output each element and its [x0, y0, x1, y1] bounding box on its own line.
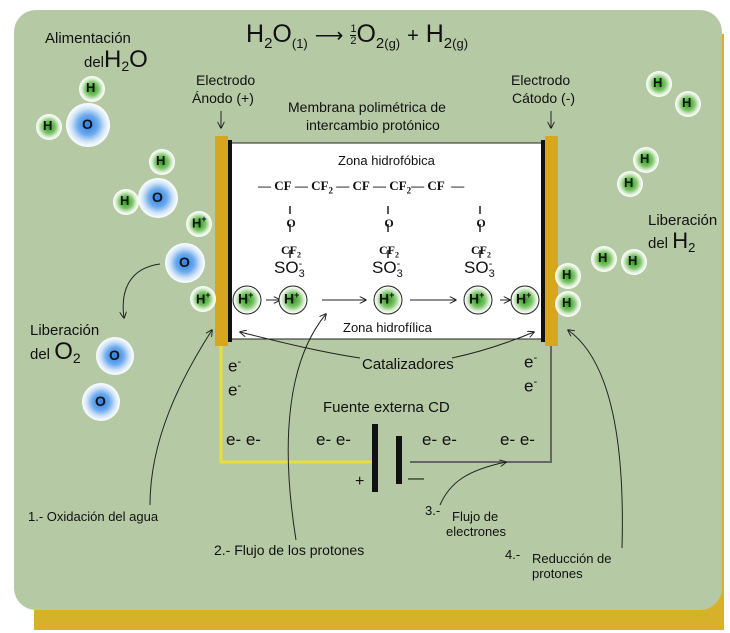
- side-chain-2: O CF2: [379, 216, 399, 260]
- h-label: H: [598, 250, 608, 265]
- membrane-label-line1: Membrana polimétrica de: [288, 99, 446, 115]
- catalysts-label: Catalizadores: [362, 356, 454, 373]
- step3-label-line2: electrones: [446, 524, 506, 539]
- oxygen-atom: [82, 383, 120, 421]
- step2-label: 2.- Flujo de los protones: [214, 542, 365, 558]
- electron-label: e-: [524, 352, 538, 372]
- hplus-label: H+: [238, 290, 254, 307]
- hplus-label: H+: [192, 214, 207, 231]
- electron-pair: e- e-: [226, 430, 261, 449]
- step1-label: 1.- Oxidación del agua: [28, 509, 159, 524]
- step3-number: 3.-: [425, 503, 441, 518]
- hplus-label: H+: [379, 290, 395, 307]
- h2-release-label-line2: del H2: [648, 228, 696, 255]
- h-label: H: [562, 267, 572, 282]
- oxygen-atom: [165, 243, 205, 283]
- battery-positive-plate: [372, 424, 378, 492]
- o-label: O: [152, 189, 163, 205]
- sulfonate-group-2: SO-3: [372, 257, 403, 280]
- electron-pair: e- e-: [316, 430, 351, 449]
- battery-minus-sign: —: [408, 470, 424, 487]
- h-label: H: [156, 153, 166, 168]
- anode-label-line2: Ánodo (+): [192, 90, 254, 106]
- h-label: H: [120, 193, 130, 208]
- hplus-label: H+: [469, 290, 485, 307]
- cathode-electrode: [545, 136, 558, 346]
- membrane-protons: [232, 285, 540, 315]
- o2-release-label-line1: Liberación: [30, 322, 100, 339]
- hydrophobic-zone-label: Zona hidrofóbica: [338, 153, 435, 168]
- h-label: H: [640, 151, 650, 166]
- step4-number: 4.-: [505, 547, 521, 562]
- anode-electrode: [215, 136, 228, 346]
- oxygen-atom: [138, 178, 178, 218]
- electron-label: e-: [228, 380, 242, 400]
- h-label: H: [86, 80, 96, 95]
- step2-arrow: [287, 314, 326, 541]
- power-source-label: Fuente externa CD: [323, 399, 450, 416]
- sulfonate-group-3: SO-3: [464, 257, 495, 280]
- side-chain-1: O CF2: [281, 216, 301, 260]
- hydrogen-atoms: [36, 71, 701, 317]
- step3-label-line1: Flujo de: [452, 509, 499, 524]
- feed-label-line1: Alimentación: [45, 30, 131, 47]
- cathode-label-line1: Electrodo: [511, 72, 571, 88]
- electron-label: e-: [524, 376, 538, 396]
- cathode-wire: [410, 346, 552, 463]
- electron-label: e-: [228, 356, 242, 376]
- electron-pair: e- e-: [422, 430, 457, 449]
- feed-label-line2: delH2O: [84, 46, 148, 74]
- catalyst-arrow-left: [240, 332, 361, 359]
- h-label: H: [624, 175, 634, 190]
- h-label: H: [653, 75, 663, 90]
- o-label: O: [179, 254, 190, 270]
- membrane-label-line2: intercambio protónico: [306, 117, 440, 133]
- battery-plus-sign: +: [355, 473, 365, 490]
- h-label: H: [562, 295, 572, 310]
- o-label: O: [95, 393, 106, 409]
- side-chain-3: O CF2: [471, 216, 491, 260]
- hplus-label: H+: [284, 290, 300, 307]
- oxygen-atom: [96, 337, 134, 375]
- h-label: H: [628, 253, 638, 268]
- step1-arrow: [149, 330, 212, 506]
- anode-wire: [219, 346, 372, 464]
- h-label: H: [43, 118, 53, 133]
- battery-negative-plate: [396, 436, 402, 484]
- catalyst-arrow-right: [451, 332, 534, 359]
- anode-catalyst-layer: [228, 140, 232, 342]
- polymer-backbone: — CF — CF2 — CF — CF2— CF —: [258, 178, 465, 196]
- electron-pair: e- e-: [500, 430, 535, 449]
- hydrophilic-zone-label: Zona hidrofílica: [343, 320, 432, 335]
- o2-release-label-line2: del O2: [30, 338, 81, 366]
- h-label: H: [682, 95, 692, 110]
- cathode-label-line2: Cátodo (-): [512, 90, 576, 106]
- oxygen-atom: [66, 103, 110, 147]
- step4-label-line2: protones: [532, 566, 583, 581]
- anode-label-line1: Electrodo: [196, 72, 256, 88]
- step4-label-line1: Reducción de: [532, 551, 612, 566]
- hplus-label: H+: [516, 290, 532, 307]
- o2-release-arrow: [123, 263, 161, 318]
- o-label: O: [82, 116, 93, 132]
- step4-arrow: [568, 330, 623, 549]
- cathode-catalyst-layer: [541, 140, 545, 342]
- hplus-label: H+: [196, 290, 211, 307]
- sulfonate-group-1: SO-3: [274, 257, 305, 280]
- o-label: O: [109, 347, 120, 363]
- step3-arrow: [439, 462, 506, 506]
- h2-release-label-line1: Liberación: [648, 212, 718, 229]
